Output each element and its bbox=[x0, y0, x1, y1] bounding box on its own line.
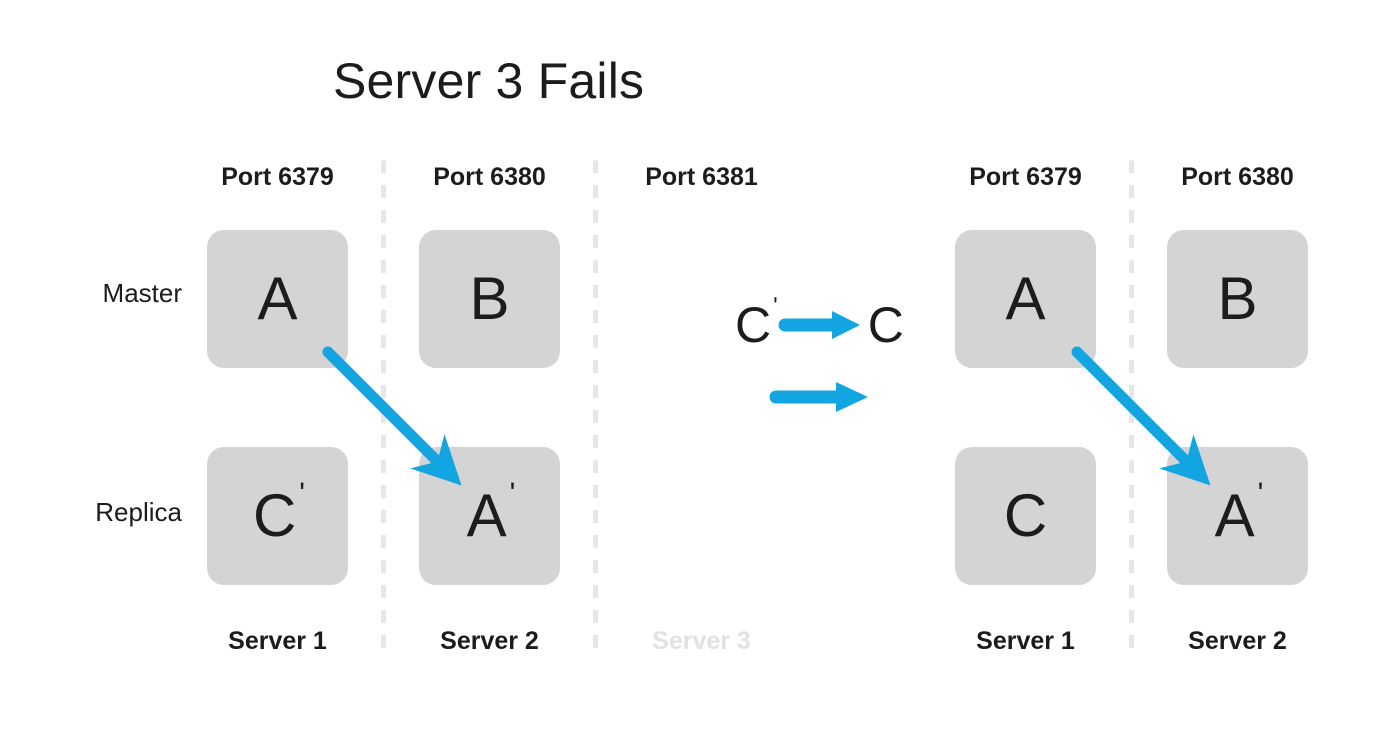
row-label-master: Master bbox=[102, 278, 182, 308]
cluster-right-column-1: Port 6379 A C Server 1 bbox=[955, 0, 1096, 729]
promotion-expression: Cʹ C bbox=[735, 293, 904, 353]
server-label: Server 2 bbox=[440, 627, 539, 655]
row-label-replica: Replica bbox=[95, 497, 182, 527]
node-label: C bbox=[1003, 482, 1048, 549]
server-label: Server 1 bbox=[976, 627, 1075, 655]
server-label: Server 1 bbox=[228, 627, 327, 655]
promotion-to-label: C bbox=[867, 297, 904, 353]
divider-left-2 bbox=[593, 160, 598, 660]
promotion-from-label: Cʹ bbox=[735, 293, 778, 353]
server-label: Server 2 bbox=[1188, 627, 1287, 655]
node-label: B bbox=[1217, 265, 1258, 332]
server-label-failed: Server 3 bbox=[652, 627, 751, 655]
port-label: Port 6380 bbox=[433, 163, 546, 191]
node-label: B bbox=[469, 265, 510, 332]
port-label: Port 6379 bbox=[221, 163, 334, 191]
divider-right-1 bbox=[1129, 160, 1134, 660]
port-label: Port 6379 bbox=[969, 163, 1082, 191]
right-arrow-icon-state bbox=[769, 382, 868, 412]
node-label: A bbox=[257, 265, 298, 332]
node-master[interactable]: B bbox=[419, 230, 560, 368]
port-label: Port 6380 bbox=[1181, 163, 1294, 191]
node-master[interactable]: B bbox=[1167, 230, 1308, 368]
node-master[interactable]: A bbox=[207, 230, 348, 368]
divider-left-1 bbox=[381, 160, 386, 660]
node-label: A bbox=[1005, 265, 1046, 332]
node-master[interactable]: A bbox=[955, 230, 1096, 368]
page-title: Server 3 Fails bbox=[333, 53, 645, 109]
right-arrow-icon-promotion bbox=[778, 311, 860, 339]
state-transition bbox=[768, 380, 872, 414]
port-label: Port 6381 bbox=[645, 163, 758, 191]
cluster-left-column-3: Port 6381 Server 3 bbox=[631, 0, 772, 729]
node-replica[interactable]: C bbox=[955, 447, 1096, 585]
